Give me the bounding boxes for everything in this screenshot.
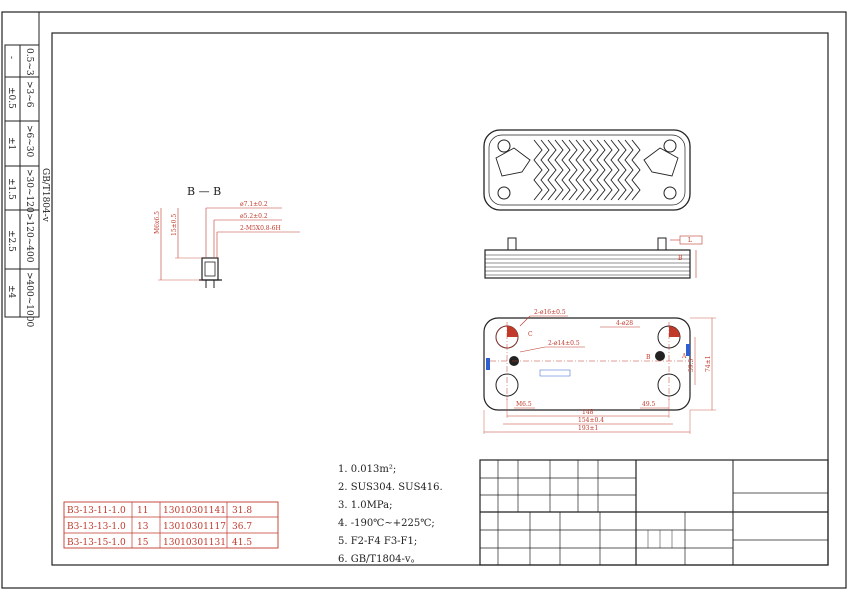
tol-5: ±4 bbox=[6, 285, 16, 299]
table-row: B3-13-11-1.0 11 13010301141 31.8 bbox=[67, 506, 252, 516]
ports2-dim: 2-ø14±0.5 bbox=[548, 340, 580, 347]
range-2: >6~30 bbox=[24, 125, 34, 158]
note-2: 2. SUS304. SUS416. bbox=[338, 482, 443, 493]
m1-dim: M6.5 bbox=[516, 401, 532, 408]
section-dim-0: ø7.1±0.2 bbox=[240, 201, 268, 208]
w1-dim: 148 bbox=[582, 409, 594, 416]
tolerance-standard: GB/T1804-v bbox=[40, 168, 50, 223]
holes-dim: 4-ø28 bbox=[616, 320, 633, 327]
m2-dim: 49.5 bbox=[642, 401, 656, 408]
section-label: B — B bbox=[187, 185, 221, 198]
row-2-code: 13010301131 bbox=[163, 538, 226, 548]
tol-3: ±1.5 bbox=[6, 178, 16, 200]
table-row: B3-13-15-1.0 15 13010301131 41.5 bbox=[67, 538, 252, 548]
range-4: >120~400 bbox=[24, 213, 34, 263]
row-2-model: B3-13-15-1.0 bbox=[67, 538, 126, 548]
c2-label: B bbox=[646, 354, 651, 361]
inner-border bbox=[51, 32, 829, 566]
row-1-plates: 13 bbox=[137, 522, 149, 532]
outer-border bbox=[1, 11, 847, 589]
row-1-code: 13010301117 bbox=[163, 522, 226, 532]
c4-label: B bbox=[678, 255, 683, 262]
row-2-plates: 15 bbox=[137, 538, 149, 548]
table-row: B3-13-13-1.0 13 13010301117 36.7 bbox=[67, 522, 252, 532]
tol-1: ±0.5 bbox=[6, 87, 16, 109]
tol-0: - bbox=[6, 56, 16, 59]
section-dim-1: ø5.2±0.2 bbox=[240, 213, 268, 220]
row-1-model: B3-13-13-1.0 bbox=[67, 522, 126, 532]
side-view-dim: L bbox=[688, 237, 692, 244]
row-2-length: 41.5 bbox=[232, 538, 252, 548]
plate-top-view bbox=[483, 129, 691, 211]
range-1: >3~6 bbox=[24, 81, 34, 108]
note-5: 5. F2-F4 F3-F1; bbox=[338, 536, 417, 547]
note-1: 1. 0.013m²; bbox=[338, 464, 396, 475]
note-3: 3. 1.0MPa; bbox=[338, 500, 392, 511]
plate-side-view: L bbox=[484, 235, 703, 279]
tol-2: ±1 bbox=[6, 137, 16, 150]
range-5: >400~1000 bbox=[24, 272, 34, 327]
section-bb: B — B ø7.1±0.2 ø5.2±0.2 2-M5X0.8-6H M6x6… bbox=[154, 185, 300, 288]
row-0-model: B3-13-11-1.0 bbox=[67, 506, 126, 516]
range-0: 0.5~3 bbox=[24, 48, 34, 76]
note-6: 6. GB/T1804-v。 bbox=[338, 554, 421, 565]
c3-label: A bbox=[681, 353, 687, 360]
tol-4: ±2.5 bbox=[6, 230, 16, 252]
row-0-code: 13010301141 bbox=[163, 506, 226, 516]
h2-dim: 74±1 bbox=[705, 356, 712, 372]
c1-label: C bbox=[528, 331, 533, 338]
notes: 1. 0.013m²; 2. SUS304. SUS416. 3. 1.0MPa… bbox=[338, 464, 443, 565]
w2-dim: 154±0.4 bbox=[578, 417, 604, 424]
h1-dim: 59.5 bbox=[688, 358, 695, 372]
range-3: >30~120 bbox=[24, 169, 34, 213]
row-1-length: 36.7 bbox=[232, 522, 252, 532]
ports-dim: 2-ø16±0.5 bbox=[534, 309, 566, 316]
section-vdim-1: 15±0.5 bbox=[171, 214, 178, 236]
section-dim-2: 2-M5X0.8-6H bbox=[240, 225, 281, 232]
plate-front-view: 2-ø16±0.5 2-ø14±0.5 4-ø28 148 154±0.4 19… bbox=[483, 255, 716, 434]
w3-dim: 193±1 bbox=[578, 425, 598, 432]
row-0-length: 31.8 bbox=[232, 506, 252, 516]
section-vdim-0: M6x6.5 bbox=[154, 211, 161, 234]
row-0-plates: 11 bbox=[137, 506, 148, 516]
tolerance-table: 0.5~3 >3~6 >6~30 >30~120 >120~400 >400~1… bbox=[4, 12, 50, 327]
parts-table: B3-13-11-1.0 11 13010301141 31.8 B3-13-1… bbox=[63, 501, 279, 549]
note-4: 4. -190℃~+225℃; bbox=[338, 518, 435, 529]
title-block bbox=[479, 459, 829, 566]
